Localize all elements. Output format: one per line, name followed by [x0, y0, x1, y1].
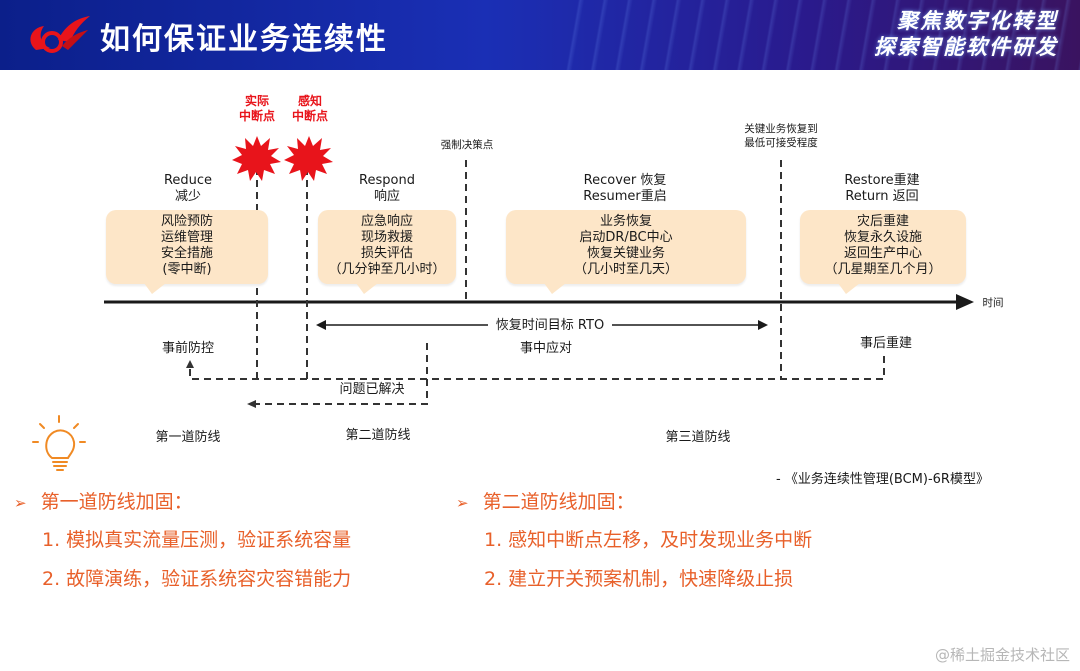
- phase-reduce-bubble: 风险预防 运维管理 安全措施 (零中断): [106, 210, 268, 294]
- watermark: @稀土掘金技术社区: [934, 646, 1070, 664]
- actual-interrupt-burst-icon: [232, 136, 281, 181]
- rto-label: 恢复时间目标 RTO: [488, 318, 612, 334]
- min-acceptable-label: 关键业务恢复到 最低可接受程度: [736, 122, 826, 150]
- second-defense-heading-text: 第二道防线加固：: [482, 491, 635, 513]
- phase-title-cn: 减少: [174, 189, 201, 204]
- feedback-loop-arrowhead: [186, 360, 194, 368]
- in-response-label: 事中应对: [519, 341, 572, 356]
- phase-title-en: Restore重建: [844, 173, 920, 188]
- bubble-item: 风险预防: [160, 214, 213, 229]
- bubble-item: 恢复永久设施: [843, 230, 922, 245]
- phase-title-cn: Resumer重启: [583, 189, 667, 204]
- defense-line-3: 第三道防线: [665, 430, 731, 445]
- time-axis-arrowhead: [956, 294, 974, 310]
- slogan-line-2: 探索智能软件研发: [874, 35, 1058, 59]
- header-decoration: [560, 0, 1080, 70]
- bubble-item: （几小时至几天）: [573, 262, 678, 277]
- phase-title-cn: Return 返回: [845, 189, 919, 204]
- bubble-item: 现场救援: [360, 230, 413, 245]
- pre-control-label: 事前防控: [161, 341, 214, 356]
- bubble-item: 返回生产中心: [843, 246, 922, 261]
- phase-title-cn: 响应: [373, 189, 400, 204]
- phase-recover-bubble: 业务恢复 启动DR/BC中心 恢复关键业务 （几小时至几天）: [506, 210, 746, 294]
- first-defense-item-1: 1. 模拟真实流量压测，验证系统容量: [42, 529, 352, 551]
- bubble-item: 业务恢复: [599, 214, 652, 229]
- bubble-item: (零中断): [162, 262, 212, 277]
- defense-line-1: 第一道防线: [155, 430, 221, 445]
- forced-decision-label: 强制决策点: [440, 139, 494, 151]
- resolved-label: 问题已解决: [334, 382, 410, 398]
- bubble-item: 安全措施: [160, 246, 213, 261]
- bubble-item: 应急响应: [360, 214, 413, 229]
- phase-restore-title: Restore重建 Return 返回: [820, 173, 944, 205]
- bubble-item: 恢复关键业务: [586, 246, 665, 261]
- phase-recover-title: Recover 恢复 Resumer重启: [560, 173, 690, 205]
- header-bar: 如何保证业务连续性 聚焦数字化转型 探索智能软件研发: [0, 0, 1080, 70]
- defense-line-2: 第二道防线: [345, 428, 411, 443]
- actual-interrupt-label: 实际 中断点: [234, 94, 280, 124]
- bubble-item: 灾后重建: [856, 214, 909, 229]
- actual-interrupt-line1: 实际: [244, 94, 269, 108]
- phase-respond-title: Respond 响应: [337, 173, 437, 205]
- second-defense-item-2: 2. 建立开关预案机制，快速降级止损: [484, 568, 794, 590]
- arrow-right-icon: ➢: [14, 494, 27, 512]
- first-defense-heading: ➢ 第一道防线加固：: [14, 487, 193, 514]
- phase-title-en: Reduce: [163, 173, 213, 188]
- first-defense-item-2: 2. 故障演练，验证系统容灾容错能力: [42, 568, 352, 590]
- lightbulb-icon: [32, 415, 86, 471]
- phase-title-en: Respond: [359, 173, 415, 188]
- perceived-interrupt-line2: 中断点: [291, 109, 328, 123]
- second-defense-item-1: 1. 感知中断点左移，及时发现业务中断: [484, 529, 813, 551]
- actual-interrupt-line2: 中断点: [238, 109, 275, 123]
- slogan-line-1: 聚焦数字化转型: [897, 9, 1058, 33]
- rto-arrow-left-head: [316, 320, 326, 330]
- phase-title-en: Recover 恢复: [583, 173, 667, 188]
- feedback-loop-path: [189, 356, 885, 380]
- perceived-interrupt-burst-icon: [284, 136, 333, 181]
- bubble-item: 运维管理: [160, 230, 213, 245]
- second-defense-heading: ➢ 第二道防线加固：: [456, 487, 635, 514]
- bubble-item: 启动DR/BC中心: [579, 230, 673, 245]
- phase-reduce-title: Reduce 减少: [138, 173, 238, 205]
- source-citation: - 《业务连续性管理(BCM)-6R模型》: [776, 472, 989, 487]
- perceived-interrupt-line1: 感知: [297, 94, 322, 108]
- bubble-item: 损失评估: [360, 246, 413, 261]
- phase-respond-bubble: 应急响应 现场救援 损失评估 （几分钟至几小时）: [318, 210, 456, 294]
- bubble-item: （几星期至几个月）: [824, 262, 942, 277]
- phase-restore-bubble: 灾后重建 恢复永久设施 返回生产中心 （几星期至几个月）: [800, 210, 966, 294]
- arrow-right-icon: ➢: [456, 494, 469, 512]
- perceived-interrupt-label: 感知 中断点: [287, 94, 333, 124]
- resolved-arrowhead: [247, 400, 256, 408]
- slogan: 聚焦数字化转型 探索智能软件研发: [874, 8, 1058, 60]
- resolved-path: [254, 343, 428, 405]
- company-logo: [30, 16, 90, 53]
- min-acceptable-line2: 最低可接受程度: [744, 137, 818, 149]
- time-axis-label: 时间: [982, 297, 1004, 309]
- first-defense-heading-text: 第一道防线加固：: [40, 491, 193, 513]
- page-title: 如何保证业务连续性: [100, 22, 388, 57]
- rto-arrow-right-head: [758, 320, 768, 330]
- min-acceptable-line1: 关键业务恢复到: [744, 123, 818, 135]
- post-rebuild-label: 事后重建: [859, 336, 912, 351]
- bubble-item: （几分钟至几小时）: [328, 262, 446, 277]
